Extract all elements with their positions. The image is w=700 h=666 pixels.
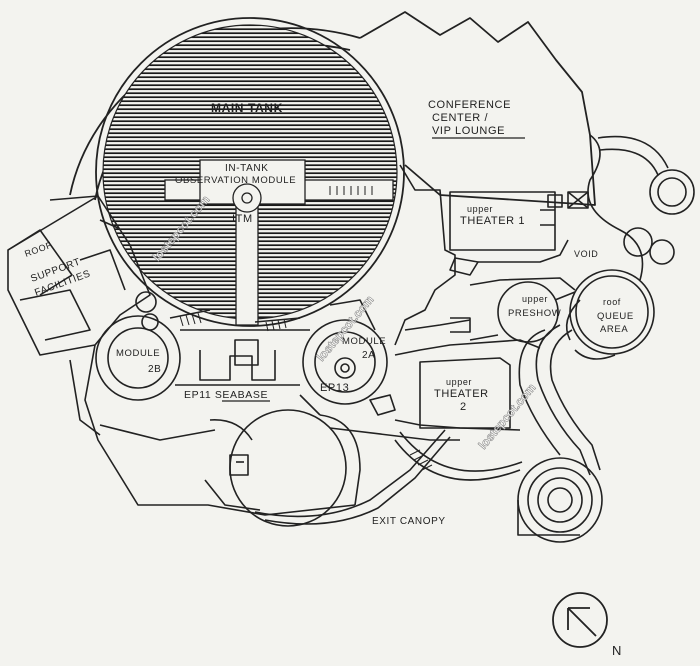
label-conference-center-2: CENTER / xyxy=(432,112,488,124)
module-2a xyxy=(302,319,388,405)
label-module-2b-number: 2B xyxy=(148,364,161,375)
upper-theater-1 xyxy=(449,191,556,251)
itm-core xyxy=(232,183,262,213)
label-theater-2: THEATER xyxy=(434,388,489,400)
label-theater-2-number: 2 xyxy=(460,401,467,413)
label-void: VOID xyxy=(574,249,598,259)
lower-left-plaza xyxy=(84,344,356,516)
north-arrow-circle xyxy=(552,592,608,648)
label-exit-canopy: EXIT CANOPY xyxy=(372,516,446,527)
upper-theater-2 xyxy=(419,357,511,429)
label-module-2a-number: 2A xyxy=(362,350,375,361)
label-upper-theater-2-upper: upper xyxy=(446,377,472,387)
exit-spiral xyxy=(517,457,603,543)
label-preshow: PRESHOW xyxy=(508,308,561,319)
label-module-2a: MODULE xyxy=(342,336,386,347)
conference-center-outline xyxy=(359,11,596,206)
label-area: AREA xyxy=(600,324,628,335)
label-ep13: EP13 xyxy=(320,382,349,394)
label-ep11-seabase: EP11 SEABASE xyxy=(184,389,268,401)
label-upper-theater-1-upper: upper xyxy=(467,204,493,214)
label-theater-1: THEATER 1 xyxy=(460,215,525,227)
label-north: N xyxy=(612,643,622,658)
label-in-tank: IN-TANK xyxy=(225,163,268,174)
stepped-wall xyxy=(394,164,456,346)
north-arrow-pointer-icon xyxy=(567,607,597,637)
seabase-corridor xyxy=(175,329,310,386)
label-vip-lounge: VIP LOUNGE xyxy=(432,125,505,137)
label-module-2b: MODULE xyxy=(116,348,160,359)
exit-ramp xyxy=(535,324,591,476)
exit-canopy-arc xyxy=(254,429,446,518)
label-itm: ITM xyxy=(232,213,253,225)
label-main-tank: MAIN TANK xyxy=(211,101,283,115)
label-conference-center: CONFERENCE xyxy=(428,99,511,111)
north-arrow xyxy=(552,592,608,648)
module-2b xyxy=(95,315,181,401)
label-queue: QUEUE xyxy=(597,311,634,322)
label-observation-module: OBSERVATION MODULE xyxy=(175,175,296,186)
label-roof-support: ROOF xyxy=(23,240,53,259)
support-facilities-wing xyxy=(7,195,151,356)
label-roof-queue: roof xyxy=(603,297,621,307)
label-upper-preshow-upper: upper xyxy=(522,294,548,304)
